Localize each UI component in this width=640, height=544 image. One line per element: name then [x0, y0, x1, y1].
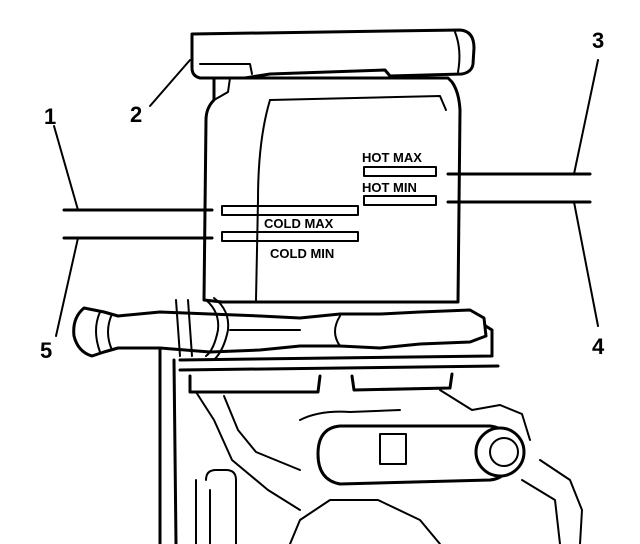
- callout-5: 5: [40, 338, 52, 363]
- callout-4: 4: [592, 334, 605, 359]
- reservoir-cap: [190, 28, 476, 80]
- cold-max-label: COLD MAX: [264, 216, 334, 231]
- reservoir-body: [202, 76, 462, 304]
- hot-min-label: HOT MIN: [362, 180, 417, 195]
- cold-min-label: COLD MIN: [270, 246, 334, 261]
- mounting-bracket: [158, 314, 583, 544]
- callout-2: 2: [130, 102, 142, 127]
- level-marks: [221, 166, 437, 242]
- callout-3: 3: [592, 28, 604, 53]
- inlet-hose: [72, 297, 488, 361]
- hot-max-label: HOT MAX: [362, 150, 422, 165]
- callout-leaders: [53, 59, 599, 337]
- return-fitting: [299, 409, 526, 486]
- callout-1: 1: [44, 104, 56, 129]
